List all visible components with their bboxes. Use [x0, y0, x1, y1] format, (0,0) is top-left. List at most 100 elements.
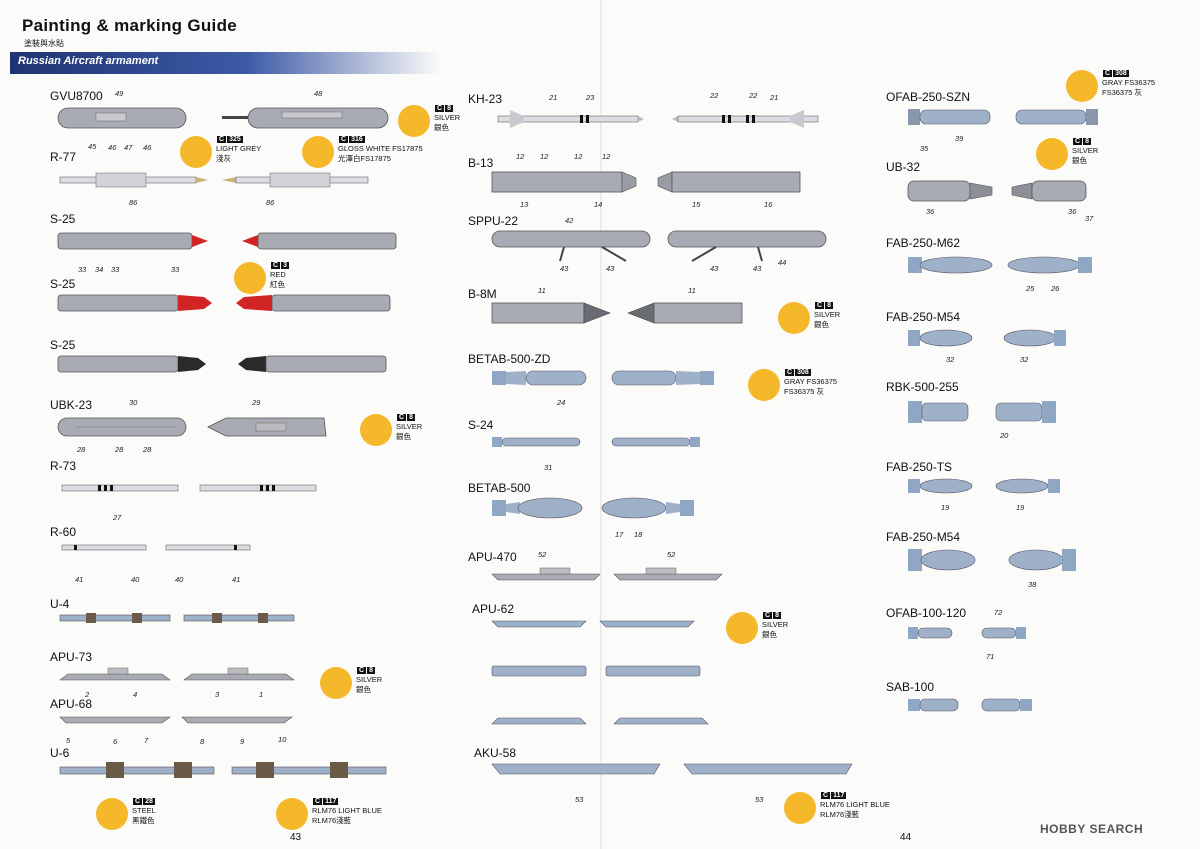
paint-name-cn: RLM76淺藍	[312, 816, 352, 825]
label-betab500zd: BETAB-500-ZD	[468, 352, 551, 366]
rbk500-right	[995, 401, 1056, 423]
decal-num: 34	[95, 265, 104, 274]
apu73-right	[183, 667, 295, 681]
fab250ts-left	[908, 478, 973, 494]
paint-name: SILVER	[814, 310, 841, 319]
decal-num: 38	[1028, 580, 1037, 589]
paint-code: C	[785, 369, 795, 376]
brush-icon	[360, 414, 392, 446]
s25c-right	[238, 355, 387, 373]
label-b13: B-13	[468, 156, 494, 170]
decal-num: 71	[986, 652, 995, 661]
betab500zd-right	[611, 370, 714, 386]
decal-num: 21	[770, 93, 779, 102]
sab100-right	[981, 698, 1032, 712]
ofab250szn-left	[908, 109, 991, 125]
paint-number: 8	[407, 414, 415, 421]
watermark-logo: HOBBY SEARCH	[1040, 822, 1144, 836]
paint-number: 8	[773, 612, 781, 619]
page-number-right: 44	[900, 832, 912, 843]
decal-num: 12	[516, 152, 525, 161]
label-fab250m62: FAB-250-M62	[886, 236, 961, 250]
paint-code: C	[357, 667, 367, 674]
decal-num: 17	[615, 530, 624, 539]
paint-name-cn: 淺灰	[216, 154, 231, 163]
paint-name-cn: 銀色	[356, 685, 371, 694]
brush-icon	[302, 136, 334, 168]
paint-name: STEEL	[132, 806, 156, 815]
apu62-c	[491, 665, 587, 677]
decal-num: 36	[1068, 207, 1077, 216]
r60-right	[165, 544, 251, 551]
decal-num: 86	[266, 198, 275, 207]
brush-icon	[748, 369, 780, 401]
decal-num: 19	[1016, 503, 1025, 512]
fab250m54a-left	[908, 329, 973, 347]
label-betab500: BETAB-500	[468, 481, 531, 495]
decal-num: 4	[133, 690, 138, 699]
apu470-right	[613, 567, 723, 581]
label-b8m: B-8M	[468, 287, 497, 301]
paint-name: GRAY FS36375	[1102, 78, 1156, 87]
brush-icon	[1066, 70, 1098, 102]
brush-icon	[96, 798, 128, 830]
decal-num: 40	[131, 575, 140, 584]
paint-code: C	[821, 792, 831, 799]
paint-code: C	[435, 105, 445, 112]
brush-icon	[1036, 138, 1068, 170]
fab250ts-right	[995, 478, 1060, 494]
r60-left	[61, 544, 147, 551]
decal-num: 41	[232, 575, 241, 584]
decal-num: 46	[108, 143, 117, 152]
ub32-left	[907, 180, 993, 202]
paint-name-cn: 銀色	[434, 123, 449, 132]
u6-right	[231, 762, 387, 778]
label-s24: S-24	[468, 418, 494, 432]
brush-icon	[320, 667, 352, 699]
decal-num: 52	[538, 550, 547, 559]
u4-right	[183, 613, 295, 623]
paint-name-cn: 銀色	[762, 630, 777, 639]
decal-num: 47	[124, 143, 133, 152]
label-s25-c: S-25	[50, 338, 76, 352]
paint-name-cn: 銀色	[814, 320, 829, 329]
decal-num: 41	[75, 575, 84, 584]
ubk23-left	[57, 417, 187, 437]
paint-name-cn: FS36375 灰	[1102, 88, 1143, 97]
paint-name-cn: 銀色	[1072, 156, 1087, 165]
paint-code: C	[1103, 70, 1113, 77]
b13-left	[491, 171, 637, 193]
label-sppu22: SPPU-22	[468, 214, 519, 228]
paint-name: SILVER	[762, 620, 789, 629]
decal-num: 72	[994, 608, 1003, 617]
paint-number: 308	[795, 369, 811, 376]
paint-name-cn: 紅色	[270, 280, 285, 289]
paint-name: RED	[270, 270, 286, 279]
label-apu68: APU-68	[50, 697, 93, 711]
u6-left	[59, 762, 215, 778]
decal-num: 52	[667, 550, 676, 559]
apu68-right	[181, 716, 293, 724]
paint-number: 316	[349, 136, 365, 143]
paint-name-cn: 黑鐵色	[132, 816, 155, 825]
decal-num: 8	[200, 737, 205, 746]
banner-text: Russian Aircraft armament	[18, 55, 159, 67]
s25c-left	[57, 355, 206, 373]
decal-num: 13	[520, 200, 529, 209]
decal-num: 28	[77, 445, 86, 454]
apu62-f	[613, 717, 709, 725]
decal-num: 3	[215, 690, 220, 699]
decal-num: 29	[252, 398, 261, 407]
brush-icon	[778, 302, 810, 334]
paint-name: GLOSS WHITE FS17875	[338, 144, 423, 153]
apu62-e	[491, 717, 587, 725]
decal-num: 28	[115, 445, 124, 454]
label-gvu8700: GVU8700	[50, 89, 103, 103]
fab250m54a-right	[1003, 329, 1066, 347]
